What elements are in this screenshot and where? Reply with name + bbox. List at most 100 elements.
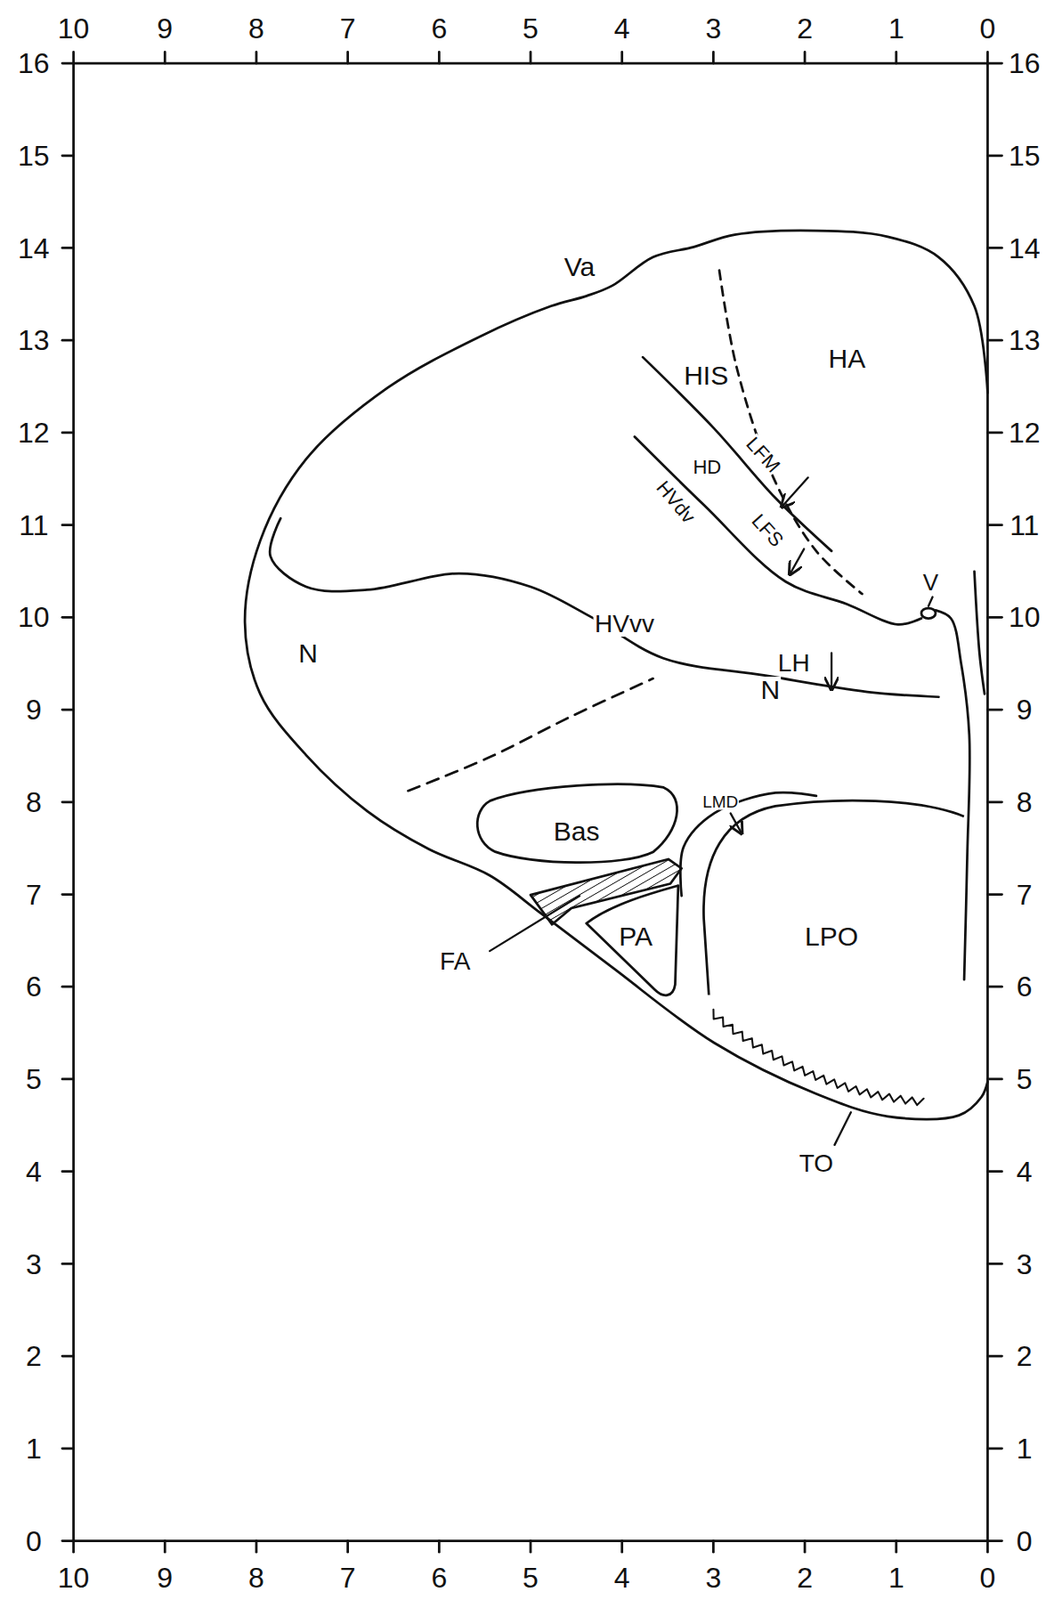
axis-number: 16 bbox=[1007, 48, 1042, 78]
axis-number: 11 bbox=[17, 510, 49, 540]
tick bbox=[987, 708, 1002, 712]
axis-number: 5 bbox=[521, 14, 540, 43]
region-label: N bbox=[297, 640, 319, 667]
region-node: LPO bbox=[699, 795, 967, 998]
axis-number: 8 bbox=[247, 14, 266, 43]
tick bbox=[62, 892, 74, 896]
axis-number: 4 bbox=[1015, 1157, 1034, 1186]
axis-number: 2 bbox=[24, 1341, 43, 1371]
tick bbox=[62, 246, 74, 250]
tick bbox=[987, 1262, 1002, 1265]
tick bbox=[803, 1540, 807, 1553]
axis-number: 1 bbox=[1015, 1434, 1034, 1463]
tick bbox=[62, 339, 74, 342]
axis-number: 14 bbox=[1007, 234, 1042, 263]
pointer-arrow bbox=[830, 652, 833, 690]
tick bbox=[529, 1540, 533, 1553]
axis-number: 10 bbox=[56, 14, 91, 43]
dashed-boundary bbox=[719, 270, 862, 594]
axis-number: 8 bbox=[247, 1563, 266, 1592]
region-label: LFM bbox=[742, 433, 785, 478]
lamina-line bbox=[642, 356, 832, 552]
frame bbox=[73, 63, 989, 1541]
axis-number: 9 bbox=[155, 1563, 174, 1592]
tick bbox=[62, 708, 74, 712]
tick bbox=[987, 431, 1002, 435]
ventricle-line bbox=[935, 609, 970, 980]
region-label: N bbox=[760, 676, 782, 704]
region-label: HD bbox=[691, 457, 722, 478]
lamina-line bbox=[680, 792, 817, 896]
region-label: Bas bbox=[553, 818, 600, 845]
tick bbox=[62, 1354, 74, 1358]
axis-number: 3 bbox=[705, 14, 723, 43]
axis-number: 15 bbox=[1007, 141, 1042, 171]
region-outline bbox=[699, 795, 967, 998]
tick bbox=[529, 51, 533, 64]
region-label: V bbox=[922, 570, 940, 594]
region-label: HA bbox=[826, 345, 867, 373]
axis-number: 4 bbox=[613, 1563, 632, 1592]
brain-outline bbox=[244, 230, 988, 1119]
dashed-boundary bbox=[407, 678, 653, 791]
axis-number: 1 bbox=[24, 1434, 43, 1463]
tick bbox=[712, 51, 715, 64]
region-label: Va bbox=[563, 253, 596, 281]
tick bbox=[803, 51, 807, 64]
tick bbox=[987, 246, 1002, 250]
tick bbox=[437, 1540, 441, 1553]
tick bbox=[987, 339, 1002, 342]
axis-number: 1 bbox=[887, 1563, 906, 1592]
axis-number: 13 bbox=[1007, 325, 1042, 355]
tick bbox=[62, 616, 74, 619]
axis-number: 16 bbox=[16, 48, 51, 78]
lamina-line bbox=[269, 518, 939, 698]
tick bbox=[62, 62, 74, 65]
tick bbox=[987, 523, 1002, 527]
axis-number: 1 bbox=[887, 14, 906, 43]
region-node: PA bbox=[581, 881, 684, 1000]
axis-number: 13 bbox=[16, 325, 51, 355]
region-label: TO bbox=[798, 1151, 835, 1176]
tick bbox=[987, 1078, 1002, 1081]
region-label: HIS bbox=[682, 362, 730, 390]
tick bbox=[62, 1078, 74, 1081]
tick bbox=[255, 1540, 259, 1553]
axis-number: 6 bbox=[429, 14, 448, 43]
region-node: Bas bbox=[471, 777, 682, 871]
region-label: HVvv bbox=[593, 611, 656, 637]
axis-number: 7 bbox=[339, 1563, 357, 1592]
tick bbox=[987, 800, 1002, 803]
pointer-arrow bbox=[781, 477, 809, 507]
tick bbox=[987, 985, 1002, 989]
region-label: FA bbox=[438, 948, 471, 974]
axis-number: 3 bbox=[705, 1563, 723, 1592]
axis-number: 3 bbox=[1015, 1249, 1034, 1279]
axis-number: 0 bbox=[979, 1563, 998, 1592]
tick bbox=[986, 51, 990, 64]
region-label: HVdv bbox=[651, 476, 699, 527]
axis-number: 8 bbox=[1015, 787, 1034, 817]
tick bbox=[62, 800, 74, 803]
axis-number: 7 bbox=[1015, 880, 1034, 909]
axis-number: 9 bbox=[1015, 695, 1034, 724]
tick bbox=[987, 1446, 1002, 1450]
tick bbox=[987, 892, 1002, 896]
tick bbox=[894, 1540, 898, 1553]
tick bbox=[987, 1539, 1002, 1542]
axis-number: 6 bbox=[429, 1563, 448, 1592]
leader-line bbox=[489, 895, 580, 951]
tick bbox=[255, 51, 259, 64]
axis-number: 8 bbox=[24, 787, 43, 817]
leader-line bbox=[928, 596, 933, 606]
tick bbox=[62, 1539, 74, 1542]
ventricle-line bbox=[974, 571, 985, 695]
tractus-line bbox=[713, 1009, 924, 1105]
axis-number: 9 bbox=[155, 14, 174, 43]
tick bbox=[986, 1540, 990, 1553]
tick bbox=[987, 1169, 1002, 1173]
tick bbox=[712, 1540, 715, 1553]
tick bbox=[620, 1540, 624, 1553]
tick bbox=[62, 1446, 74, 1450]
